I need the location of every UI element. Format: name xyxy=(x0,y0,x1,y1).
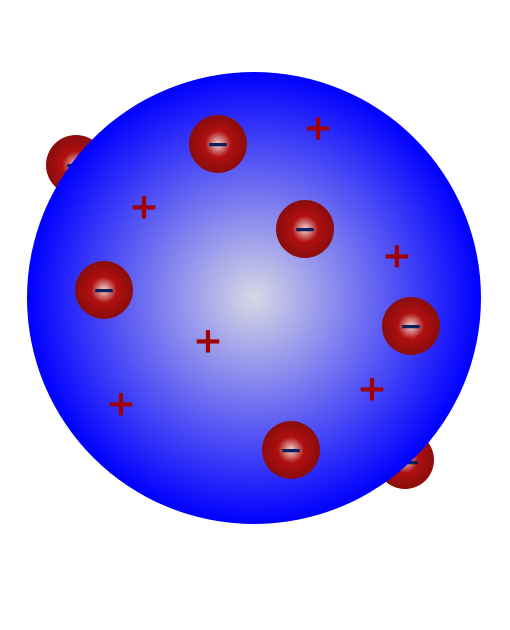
electron-ball xyxy=(276,200,334,258)
electron-minus-sign: − xyxy=(92,274,115,307)
electron-ball xyxy=(189,115,247,173)
positive-charges: + + + + + + xyxy=(106,108,412,425)
electron-ball xyxy=(382,297,440,355)
electron-minus-sign: − xyxy=(279,434,302,467)
electron-ball xyxy=(75,261,133,319)
positive-charge-sign: + xyxy=(193,321,223,362)
positive-charge-sign: + xyxy=(382,236,412,277)
positive-sphere xyxy=(27,72,481,524)
electron-ball xyxy=(262,421,320,479)
electron-left: − xyxy=(75,261,133,319)
positive-charge-sign: + xyxy=(106,384,136,425)
positive-charge-sign: + xyxy=(129,187,159,228)
electron-center-upper: − xyxy=(276,200,334,258)
electron-right: − xyxy=(382,297,440,355)
electron-minus-sign: − xyxy=(206,128,229,161)
positive-charge-sign: + xyxy=(303,108,333,149)
electron-minus-sign: − xyxy=(399,310,422,343)
electron-top: − xyxy=(189,115,247,173)
electron-minus-sign: − xyxy=(293,213,316,246)
positive-charge-sign: + xyxy=(357,369,387,410)
electron-bottom: − xyxy=(262,421,320,479)
